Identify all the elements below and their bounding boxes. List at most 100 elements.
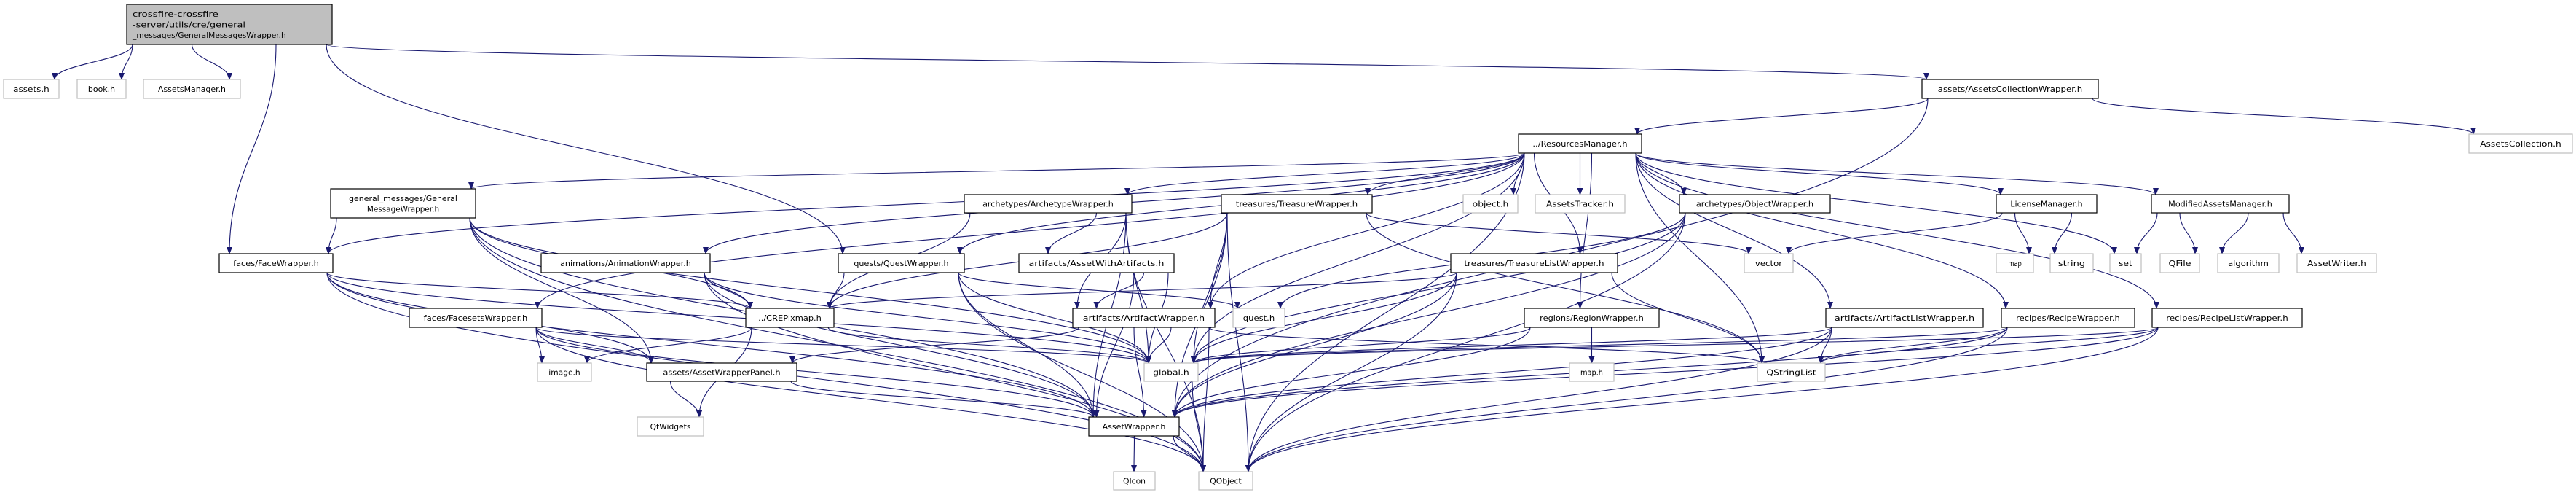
edge-recipe-qobject xyxy=(1245,327,2008,472)
nodes: crossfire-crossfire-server/utils/cre/gen… xyxy=(3,4,2573,491)
node-artifact-list[interactable]: artifacts/ArtifactListWrapper.h xyxy=(1825,308,1984,328)
node-box xyxy=(409,308,543,328)
node-crepixmap[interactable]: ../CREPixmap.h xyxy=(745,308,835,328)
node-set: set xyxy=(2109,253,2142,273)
node-label: artifacts/ArtifactListWrapper.h xyxy=(1835,314,1974,323)
edge-gmw-awp xyxy=(469,217,654,364)
node-label: image.h xyxy=(548,369,580,378)
node-recipe[interactable]: recipes/RecipeWrapper.h xyxy=(2001,308,2135,328)
node-box xyxy=(1198,471,1253,491)
edge-recipe-global xyxy=(1191,327,2008,364)
node-label: ModifiedAssetsManager.h xyxy=(2168,200,2272,209)
node-recipe-list[interactable]: recipes/RecipeListWrapper.h xyxy=(2151,308,2303,328)
node-label: QStringList xyxy=(1766,369,1816,378)
node-animation[interactable]: animations/AnimationWrapper.h xyxy=(540,253,711,273)
node-main[interactable]: crossfire-crossfire-server/utils/cre/gen… xyxy=(126,4,333,45)
node-map-std: map xyxy=(1996,253,2034,273)
node-box xyxy=(2468,133,2573,154)
node-face[interactable]: faces/FaceWrapper.h xyxy=(218,253,334,273)
edge-main-acw xyxy=(326,44,1929,80)
node-box xyxy=(1744,253,1794,273)
node-archetype[interactable]: archetypes/ArchetypeWrapper.h xyxy=(964,194,1133,214)
edge-resources-treasure xyxy=(1365,152,1525,195)
edge-modified-algorithm xyxy=(2219,212,2249,254)
node-box xyxy=(1072,308,1216,328)
edge-artifact_list-qobject xyxy=(1245,327,1832,472)
edge-resources-license xyxy=(1635,152,2004,195)
node-box xyxy=(540,253,711,273)
node-label: recipes/RecipeListWrapper.h xyxy=(2166,314,2288,323)
node-object-wrapper[interactable]: archetypes/ObjectWrapper.h xyxy=(1679,194,1831,214)
node-qfile: QFile xyxy=(2159,253,2200,273)
edge-animation-asset_wrapper xyxy=(704,272,1096,418)
node-label: AssetsManager.h xyxy=(158,85,226,94)
edge-main-assets_manager xyxy=(191,44,232,80)
edge-main-quest_wrapper xyxy=(326,44,846,254)
edge-face-global xyxy=(326,272,1151,364)
node-acw[interactable]: assets/AssetsCollectionWrapper.h xyxy=(1921,79,2099,99)
node-facesets[interactable]: faces/FacesetsWrapper.h xyxy=(409,308,543,328)
node-label: ../ResourcesManager.h xyxy=(1532,140,1627,149)
node-label: -server/utils/cre/general xyxy=(133,21,245,30)
node-label: algorithm xyxy=(2228,260,2269,268)
node-label: faces/FacesetsWrapper.h xyxy=(424,314,528,323)
edge-main-face xyxy=(227,44,277,254)
edge-resources-recipe xyxy=(1635,152,2009,309)
node-awa[interactable]: artifacts/AssetWithArtifacts.h xyxy=(1018,253,1175,273)
node-image-h: image.h xyxy=(537,362,592,382)
node-box xyxy=(2001,308,2135,328)
node-box xyxy=(2151,308,2303,328)
node-box xyxy=(1524,308,1660,328)
node-region[interactable]: regions/RegionWrapper.h xyxy=(1524,308,1660,328)
node-label: archetypes/ArchetypeWrapper.h xyxy=(982,200,1114,209)
node-awp[interactable]: assets/AssetWrapperPanel.h xyxy=(646,362,797,382)
node-label: AssetsCollection.h xyxy=(2480,140,2561,149)
edge-awp-qtwidgets xyxy=(669,381,702,418)
node-label: LicenseManager.h xyxy=(2010,200,2082,209)
edge-quest_wrapper-qobject xyxy=(958,272,1206,472)
node-vector: vector xyxy=(1744,253,1794,273)
node-artifact[interactable]: artifacts/ArtifactWrapper.h xyxy=(1072,308,1216,328)
edge-resources-artifact xyxy=(1208,152,1525,309)
node-label: AssetWrapper.h xyxy=(1103,423,1166,432)
node-label: AssetsTracker.h xyxy=(1546,200,1614,209)
node-license[interactable]: LicenseManager.h xyxy=(1996,194,2098,214)
edge-face-crepixmap xyxy=(326,272,753,309)
node-asset-writer: AssetWriter.h xyxy=(2296,253,2377,273)
edge-archetype-awa xyxy=(1045,212,1098,254)
node-qobject: QObject xyxy=(1198,471,1253,491)
node-asset-wrapper[interactable]: AssetWrapper.h xyxy=(1088,416,1180,437)
node-modified[interactable]: ModifiedAssetsManager.h xyxy=(2151,194,2290,214)
edge-recipe-qstringlist xyxy=(1818,327,2008,364)
edge-modified-qfile xyxy=(2179,212,2198,254)
edge-asset_wrapper-qobject xyxy=(1173,435,1206,472)
node-box xyxy=(1757,362,1826,382)
node-label: global.h xyxy=(1153,369,1189,378)
edge-resources-gmw xyxy=(468,152,1525,190)
node-box xyxy=(1996,194,2098,214)
node-label: recipes/RecipeWrapper.h xyxy=(2016,314,2120,323)
node-box xyxy=(964,194,1133,214)
node-box xyxy=(76,79,127,99)
node-label: treasures/TreasureWrapper.h xyxy=(1236,200,1358,209)
edge-modified-set xyxy=(2134,212,2158,254)
node-label: assets/AssetsCollectionWrapper.h xyxy=(1938,85,2082,94)
node-treasure[interactable]: treasures/TreasureWrapper.h xyxy=(1221,194,1373,214)
edge-resources-region xyxy=(1577,152,1593,309)
node-box xyxy=(2049,253,2094,273)
node-box xyxy=(2109,253,2142,273)
node-quest-wrapper[interactable]: quests/QuestWrapper.h xyxy=(838,253,965,273)
node-treasure-list[interactable]: treasures/TreasureListWrapper.h xyxy=(1450,253,1618,273)
edge-main-book_h xyxy=(119,44,133,80)
node-box xyxy=(1535,194,1626,214)
edge-quest_wrapper-global xyxy=(958,272,1151,364)
node-resources[interactable]: ../ResourcesManager.h xyxy=(1518,133,1642,154)
node-label: treasures/TreasureListWrapper.h xyxy=(1464,260,1604,268)
node-label: assets.h xyxy=(13,85,50,94)
node-box xyxy=(1462,194,1519,214)
edge-resources-face xyxy=(326,152,1525,254)
node-label: vector xyxy=(1755,260,1783,268)
edge-awp-asset_wrapper xyxy=(790,381,1096,418)
node-box xyxy=(838,253,965,273)
